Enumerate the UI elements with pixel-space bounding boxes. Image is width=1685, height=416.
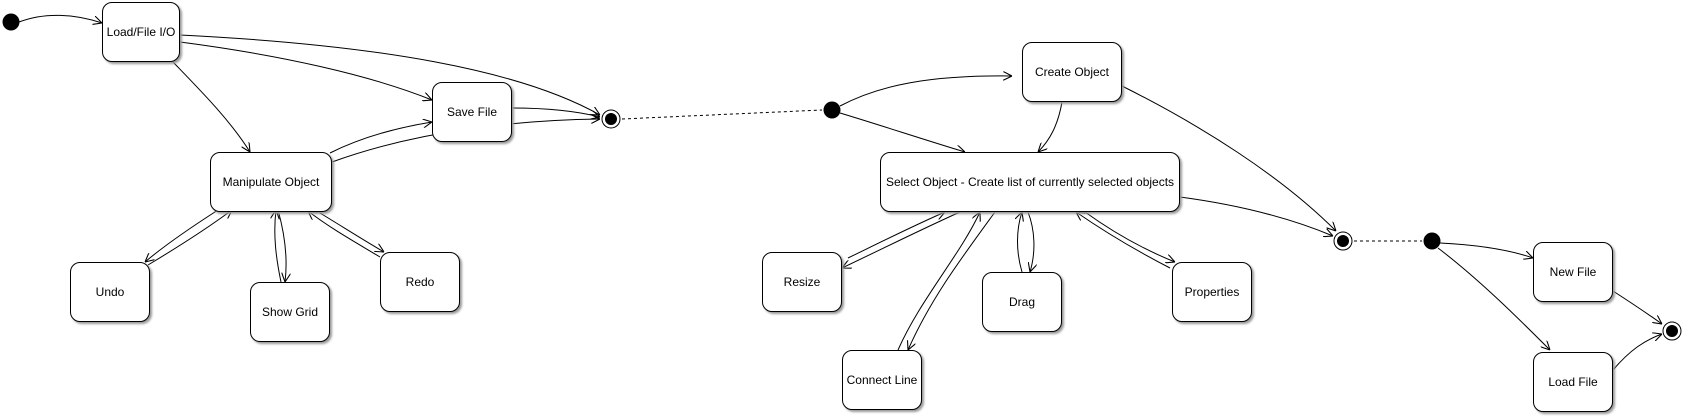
state-label: Redo bbox=[405, 275, 435, 289]
transition-create-to-final bbox=[1121, 85, 1336, 231]
state-label: Connect Line bbox=[846, 373, 918, 387]
transition-resize-to-select bbox=[847, 212, 945, 259]
state-label: Show Grid bbox=[261, 305, 319, 319]
transition-manipulate-to-save bbox=[329, 122, 432, 154]
transition-start-to-select bbox=[839, 112, 965, 152]
initial-node-3 bbox=[1423, 232, 1441, 250]
state-label: New File bbox=[1549, 265, 1597, 279]
transition-save-to-final bbox=[511, 107, 600, 117]
state-label: Load File bbox=[1548, 375, 1598, 389]
transition-start-to-create bbox=[839, 76, 1012, 107]
state-load-file[interactable]: Load File bbox=[1533, 352, 1613, 412]
transition-load-to-final bbox=[179, 34, 600, 115]
state-label: Resize bbox=[783, 275, 821, 289]
transition-loadfile-to-final bbox=[1612, 334, 1662, 371]
state-label: Manipulate Object bbox=[222, 175, 320, 189]
transition-properties-to-select bbox=[1076, 212, 1171, 269]
state-properties[interactable]: Properties bbox=[1172, 262, 1252, 322]
state-label: Load/File I/O bbox=[106, 25, 176, 39]
state-redo[interactable]: Redo bbox=[380, 252, 460, 312]
transition-select-to-resize bbox=[842, 211, 961, 268]
initial-node-1 bbox=[2, 13, 20, 31]
transition-redo-to-manipulate bbox=[308, 211, 381, 258]
final-node-2 bbox=[1333, 231, 1353, 251]
transition-select-to-final bbox=[1179, 196, 1333, 236]
state-load-file-io[interactable]: Load/File I/O bbox=[102, 2, 180, 62]
transition-load-to-save bbox=[179, 41, 432, 100]
state-manipulate-object[interactable]: Manipulate Object bbox=[210, 152, 332, 212]
state-label: Save File bbox=[446, 105, 498, 119]
state-resize[interactable]: Resize bbox=[762, 252, 842, 312]
state-label: Select Object - Create list of currently… bbox=[885, 175, 1175, 189]
transition-manipulate-to-redo bbox=[314, 209, 384, 252]
state-save-file[interactable]: Save File bbox=[432, 82, 512, 142]
state-label: Drag bbox=[1008, 295, 1035, 309]
state-select-object[interactable]: Select Object - Create list of currently… bbox=[880, 152, 1180, 212]
transition-manipulate-to-undo bbox=[145, 209, 219, 262]
dotted-connector-1 bbox=[621, 109, 823, 120]
transition-create-to-select bbox=[1038, 101, 1063, 152]
state-create-object[interactable]: Create Object bbox=[1022, 42, 1122, 102]
state-new-file[interactable]: New File bbox=[1533, 242, 1613, 302]
state-label: Properties bbox=[1184, 285, 1240, 299]
transition-connect-to-select bbox=[897, 212, 980, 351]
state-connect-line[interactable]: Connect Line bbox=[842, 350, 922, 410]
initial-node-2 bbox=[823, 101, 841, 119]
transition-start-to-newfile bbox=[1439, 242, 1533, 258]
transition-newfile-to-final bbox=[1612, 290, 1662, 324]
transition-start-to-loadfile bbox=[1437, 247, 1550, 350]
state-show-grid[interactable]: Show Grid bbox=[250, 282, 330, 342]
transition-start-to-load bbox=[18, 14, 102, 23]
transition-undo-to-manipulate bbox=[147, 210, 232, 266]
transition-showgrid-to-manipulate bbox=[275, 210, 282, 283]
transition-drag-to-select bbox=[1018, 212, 1023, 273]
state-label: Undo bbox=[95, 285, 125, 299]
transition-select-to-connect bbox=[908, 211, 996, 350]
state-drag[interactable]: Drag bbox=[982, 272, 1062, 332]
final-node-3 bbox=[1662, 321, 1682, 341]
final-node-1 bbox=[601, 109, 621, 129]
state-label: Create Object bbox=[1034, 65, 1110, 79]
transition-select-to-drag bbox=[1027, 211, 1034, 272]
transition-select-to-properties bbox=[1084, 211, 1175, 262]
transition-load-to-manipulate bbox=[172, 61, 250, 152]
state-undo[interactable]: Undo bbox=[70, 262, 150, 322]
